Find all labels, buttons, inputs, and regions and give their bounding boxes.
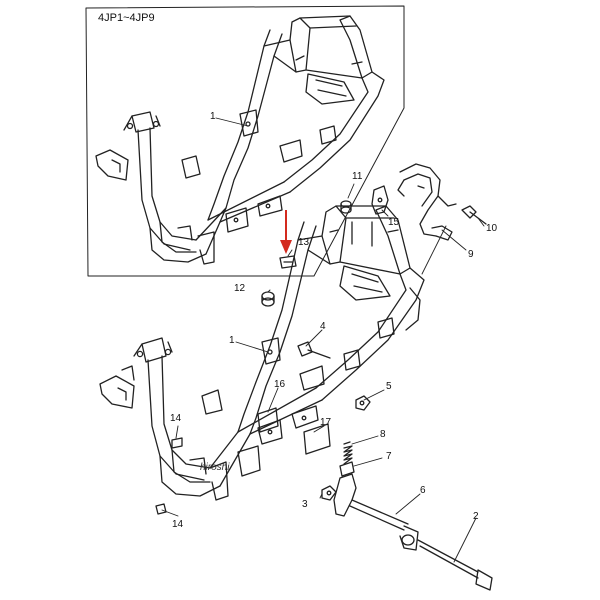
callout-6: 6 <box>420 485 426 496</box>
part-11-washer <box>340 200 352 214</box>
part-14a-pin <box>171 437 183 449</box>
inset-title: 4JP1~4JP9 <box>98 12 155 24</box>
callout-1-inset: 1 <box>210 111 216 122</box>
callout-16: 16 <box>274 379 286 390</box>
callout-7: 7 <box>386 451 392 462</box>
part-3-nut <box>321 485 337 501</box>
part-15-clip <box>371 185 389 215</box>
callout-13: 13 <box>298 237 310 248</box>
part-14b-pin <box>155 503 167 515</box>
callout-4: 4 <box>320 321 326 332</box>
callout-14-upper: 14 <box>170 413 182 424</box>
part-13-cap <box>279 255 297 269</box>
callout-12: 12 <box>234 283 246 294</box>
callout-5: 5 <box>386 381 392 392</box>
callout-3: 3 <box>302 499 308 510</box>
part-4-bolt <box>297 341 331 359</box>
part-16-plate <box>257 407 279 433</box>
part-8-spring <box>343 441 353 465</box>
callout-17: 17 <box>320 417 332 428</box>
callout-9: 9 <box>468 249 474 260</box>
part-2-shaft <box>417 539 493 591</box>
part-9-bracket <box>397 163 457 241</box>
part-17-plate <box>303 423 331 455</box>
callout-2: 2 <box>473 511 479 522</box>
callout-14-lower: 14 <box>172 519 184 530</box>
callout-11: 11 <box>352 171 363 182</box>
callout-1-main: 1 <box>229 335 235 346</box>
inset-frame <box>95 15 385 265</box>
part-7-pin <box>339 461 355 477</box>
callout-10: 10 <box>486 223 498 234</box>
callout-15: 15 <box>388 217 400 228</box>
callout-8: 8 <box>380 429 386 440</box>
part-6-rod <box>333 473 419 551</box>
part-12-grommet <box>261 291 275 307</box>
watermark: hiroshi <box>200 462 230 473</box>
main-frame <box>99 205 425 501</box>
part-5-nut <box>355 395 371 411</box>
part-10-bolt <box>461 205 487 225</box>
red-arrow-marker <box>280 210 292 254</box>
inset-box <box>85 5 405 277</box>
